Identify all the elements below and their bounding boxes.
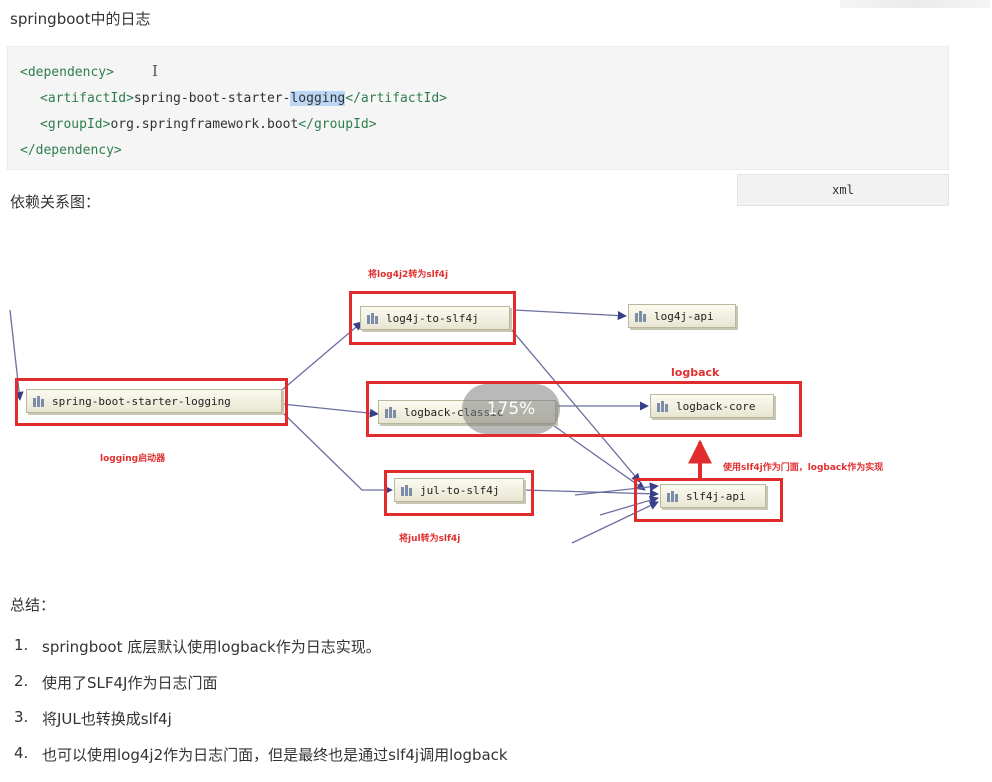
summary-list: 1. springboot 底层默认使用logback作为日志实现。 2. 使用了S… <box>14 636 508 780</box>
label-logging-starter: logging启动器 <box>100 454 166 464</box>
node-label: log4j-to-slf4j <box>386 311 479 325</box>
summary-item: 2. 使用了SLF4J作为日志门面 <box>14 672 508 708</box>
edge-external-slf4j-2 <box>571 501 659 544</box>
list-number: 1. <box>14 636 29 654</box>
text-cursor-icon: I <box>152 62 158 80</box>
jar-icon <box>33 395 47 407</box>
node-log4j-to-slf4j: log4j-to-slf4j <box>360 306 510 330</box>
node-log4j-api: log4j-api <box>628 304 736 328</box>
edge-starter-logback-classic <box>281 403 379 418</box>
highlight-box-log4j-to-slf4j <box>349 291 516 345</box>
list-text: springboot 底层默认使用logback作为日志实现。 <box>42 638 381 656</box>
code-language-tab[interactable]: xml <box>737 174 949 206</box>
node-slf4j-api: slf4j-api <box>660 484 766 508</box>
group-value: org.springframework.boot <box>110 117 299 132</box>
summary-title: 总结： <box>10 596 56 614</box>
node-label: logback-core <box>676 399 756 413</box>
jar-icon <box>367 312 381 324</box>
list-number: 2. <box>14 672 29 690</box>
highlight-box-starter <box>15 378 288 426</box>
node-logback-core: logback-core <box>650 394 774 418</box>
dependency-open-tag: <dependency> <box>20 65 114 80</box>
jar-icon <box>657 400 671 412</box>
node-label: jul-to-slf4j <box>420 483 500 497</box>
list-text: 也可以使用log4j2作为日志门面，但是最终也是通过slf4j调用logback <box>42 746 508 764</box>
label-log4j2-to-slf4j: 将log4j2转为slf4j <box>368 270 449 280</box>
summary-item: 1. springboot 底层默认使用logback作为日志实现。 <box>14 636 508 672</box>
code-line-3: <groupId>org.springframework.boot</group… <box>40 117 377 132</box>
dependency-diagram-title: 依赖关系图： <box>10 193 101 211</box>
edge-logback-classic-slf4j <box>539 415 646 491</box>
edge-external-slf4j-3 <box>599 495 659 516</box>
artifact-value: spring-boot-starter- <box>133 91 291 106</box>
code-line-4: </dependency> <box>20 143 122 158</box>
edge-log4j-to-slf4j-api <box>504 321 641 483</box>
highlight-box-slf4j-api <box>634 478 783 522</box>
code-block: <dependency> <artifactId>spring-boot-sta… <box>7 46 949 170</box>
node-label: slf4j-api <box>686 489 746 503</box>
highlight-box-jul-to-slf4j <box>384 470 534 516</box>
code-line-1: <dependency> <box>20 65 114 80</box>
list-text: 使用了SLF4J作为日志门面 <box>42 674 218 692</box>
zoom-indicator: 175% <box>462 384 560 434</box>
label-logback: logback <box>671 366 720 379</box>
dependency-close-tag: </dependency> <box>20 143 122 158</box>
page-heading: springboot中的日志 <box>10 10 151 28</box>
jar-icon <box>667 490 681 502</box>
list-number: 4. <box>14 744 29 762</box>
edge-incoming <box>9 309 24 401</box>
jar-icon <box>385 406 399 418</box>
edge-log4j-to-log4j-api <box>513 309 627 321</box>
jar-icon <box>635 310 649 322</box>
top-right-faded-text <box>840 0 990 8</box>
summary-item: 4. 也可以使用log4j2作为日志门面，但是最终也是通过slf4j调用logba… <box>14 744 508 780</box>
label-jul-to-slf4j: 将jul转为slf4j <box>399 534 461 544</box>
edge-starter-log4j-to-slf4j <box>281 321 363 391</box>
code-line-2: <artifactId>spring-boot-starter-logging<… <box>40 91 447 106</box>
edge-external-slf4j-1 <box>574 482 659 496</box>
artifact-close-tag: </artifactId> <box>345 91 448 106</box>
group-close-tag: </groupId> <box>298 117 377 132</box>
artifact-highlight: logging <box>290 91 346 106</box>
label-slf4j-facade: 使用slf4j作为门面，logback作为实现 <box>723 463 884 473</box>
artifact-open-tag: <artifactId> <box>40 91 134 106</box>
summary-item: 3. 将JUL也转换成slf4j <box>14 708 508 744</box>
edge-starter-jul-to-slf4j <box>281 411 393 495</box>
node-label: spring-boot-starter-logging <box>52 394 231 408</box>
node-spring-boot-starter-logging: spring-boot-starter-logging <box>26 389 282 413</box>
node-label: log4j-api <box>654 309 714 323</box>
node-jul-to-slf4j: jul-to-slf4j <box>394 478 524 502</box>
highlight-box-logback <box>366 381 802 437</box>
list-text: 将JUL也转换成slf4j <box>42 710 172 728</box>
group-open-tag: <groupId> <box>40 117 111 132</box>
list-number: 3. <box>14 708 29 726</box>
jar-icon <box>401 484 415 496</box>
